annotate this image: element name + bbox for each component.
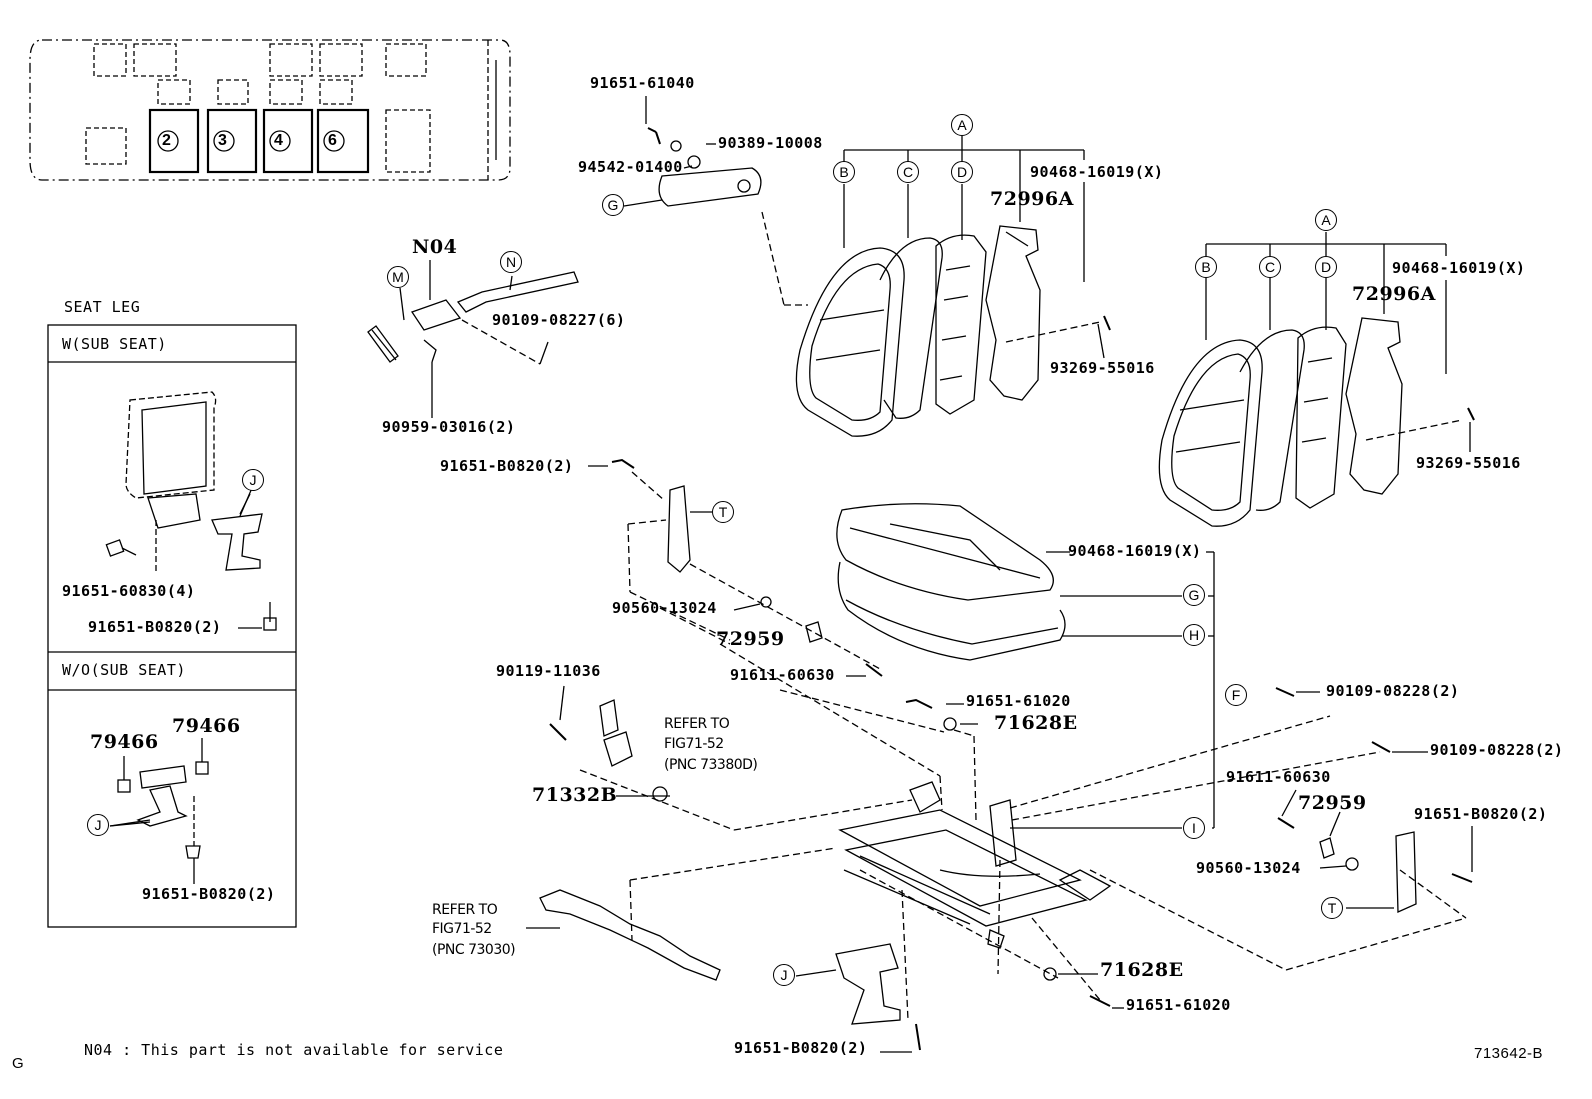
part-90109-08228-a: 90109-08228(2) xyxy=(1326,682,1460,700)
part-91651-60830: 91651-60830(4) xyxy=(62,582,196,600)
part-90468-16019-b: 90468-16019(X) xyxy=(1392,259,1526,277)
part-72996a-a: 72996A xyxy=(990,188,1074,210)
callout-h: H xyxy=(1183,624,1205,646)
belts xyxy=(539,699,721,981)
part-71628e-b: 71628E xyxy=(1100,959,1184,981)
seat-frame xyxy=(838,781,1112,949)
floor-bracket xyxy=(835,943,901,1025)
callout-n: N xyxy=(500,251,522,273)
fasteners xyxy=(549,315,1475,1051)
callout-i: I xyxy=(1183,817,1205,839)
callout-a-left: A xyxy=(951,114,973,136)
callout-f: F xyxy=(1225,684,1247,706)
callout-b-right: B xyxy=(1195,256,1217,278)
callout-a-right: A xyxy=(1315,209,1337,231)
callout-j-frame: J xyxy=(773,964,795,986)
part-90560-13024-b: 90560-13024 xyxy=(1196,859,1301,877)
corner-letter: G xyxy=(12,1055,25,1072)
w-sub-seat-heading: W(SUB SEAT) xyxy=(62,335,167,353)
assembly-lines xyxy=(579,471,1467,1021)
part-72959-b: 72959 xyxy=(1298,792,1367,814)
seatback-assembly-right xyxy=(1158,317,1463,527)
part-90389-10008: 90389-10008 xyxy=(718,134,823,152)
footnote: N04 : This part is not available for ser… xyxy=(84,1041,504,1059)
part-91651-61020-b: 91651-61020 xyxy=(1126,996,1231,1014)
part-91651-b0820-right: 91651-B0820(2) xyxy=(1414,805,1548,823)
refer-note-2-line2: FIG71-52 xyxy=(432,921,492,937)
callout-c-right: C xyxy=(1259,256,1281,278)
part-90468-16019-c: 90468-16019(X) xyxy=(1068,542,1202,560)
part-93269-55016-b: 93269-55016 xyxy=(1416,454,1521,472)
callout-d-left: D xyxy=(951,161,973,183)
part-79466-b: 79466 xyxy=(172,715,241,737)
van-seat-6: 6 xyxy=(328,132,338,149)
wo-sub-seat-heading: W/O(SUB SEAT) xyxy=(62,661,186,679)
part-90468-16019-a: 90468-16019(X) xyxy=(1030,163,1164,181)
part-91651-61040: 91651-61040 xyxy=(590,74,695,92)
part-91651-61020-a: 91651-61020 xyxy=(966,692,1071,710)
van-top-view xyxy=(29,39,511,181)
part-71628e-a: 71628E xyxy=(994,712,1078,734)
refer-note-2-line3: (PNC 73030) xyxy=(432,942,516,958)
part-79466-a: 79466 xyxy=(90,731,159,753)
refer-note-1-line2: FIG71-52 xyxy=(664,736,724,752)
callout-m: M xyxy=(387,266,409,288)
callout-d-right: D xyxy=(1315,256,1337,278)
part-71332b: 71332B xyxy=(532,784,618,806)
part-91651-b0820-leg-w: 91651-B0820(2) xyxy=(88,618,222,636)
right-bracket xyxy=(667,485,1417,913)
part-91611-60630-b: 91611-60630 xyxy=(1226,768,1331,786)
part-91651-b0820-bottom: 91651-B0820(2) xyxy=(734,1039,868,1057)
part-72959-a: 72959 xyxy=(716,628,785,650)
callout-b-left: B xyxy=(833,161,855,183)
callout-g-armrest: G xyxy=(602,194,624,216)
van-seat-3: 3 xyxy=(218,132,228,149)
part-90109-08227: 90109-08227(6) xyxy=(492,311,626,329)
part-90109-08228-b: 90109-08228(2) xyxy=(1430,741,1564,759)
part-91651-b0820-leg-wo: 91651-B0820(2) xyxy=(142,885,276,903)
van-seat-4: 4 xyxy=(274,132,284,149)
part-90959-03016: 90959-03016(2) xyxy=(382,418,516,436)
part-90119-11036: 90119-11036 xyxy=(496,662,601,680)
callout-j-wo-sub: J xyxy=(87,814,109,836)
callout-j-w-sub: J xyxy=(242,469,264,491)
callout-t-top: T xyxy=(712,501,734,523)
part-91611-60630-a: 91611-60630 xyxy=(730,666,835,684)
van-seat-2: 2 xyxy=(162,132,172,149)
callout-t-right: T xyxy=(1321,897,1343,919)
part-91651-b0820-top: 91651-B0820(2) xyxy=(440,457,574,475)
figure-id: 713642-B xyxy=(1474,1045,1544,1062)
armrest xyxy=(647,127,762,207)
callout-g-cushion: G xyxy=(1183,584,1205,606)
part-72996a-b: 72996A xyxy=(1352,283,1436,305)
seat-leg-panel xyxy=(47,324,297,928)
refer-note-1-line1: REFER TO xyxy=(664,716,730,732)
seat-leg-title: SEAT LEG xyxy=(64,298,141,316)
part-93269-55016-a: 93269-55016 xyxy=(1050,359,1155,377)
part-n04: N04 xyxy=(412,236,458,258)
part-94542-01400: 94542-01400 xyxy=(578,158,683,176)
seatback-assembly-left xyxy=(761,211,1101,437)
seat-cushion xyxy=(836,503,1066,661)
latch-assembly xyxy=(367,260,579,418)
refer-note-1-line3: (PNC 73380D) xyxy=(664,757,758,773)
leader-lines xyxy=(109,96,1473,1053)
callout-c-left: C xyxy=(897,161,919,183)
part-90560-13024-a: 90560-13024 xyxy=(612,599,717,617)
refer-note-2-line1: REFER TO xyxy=(432,902,498,918)
